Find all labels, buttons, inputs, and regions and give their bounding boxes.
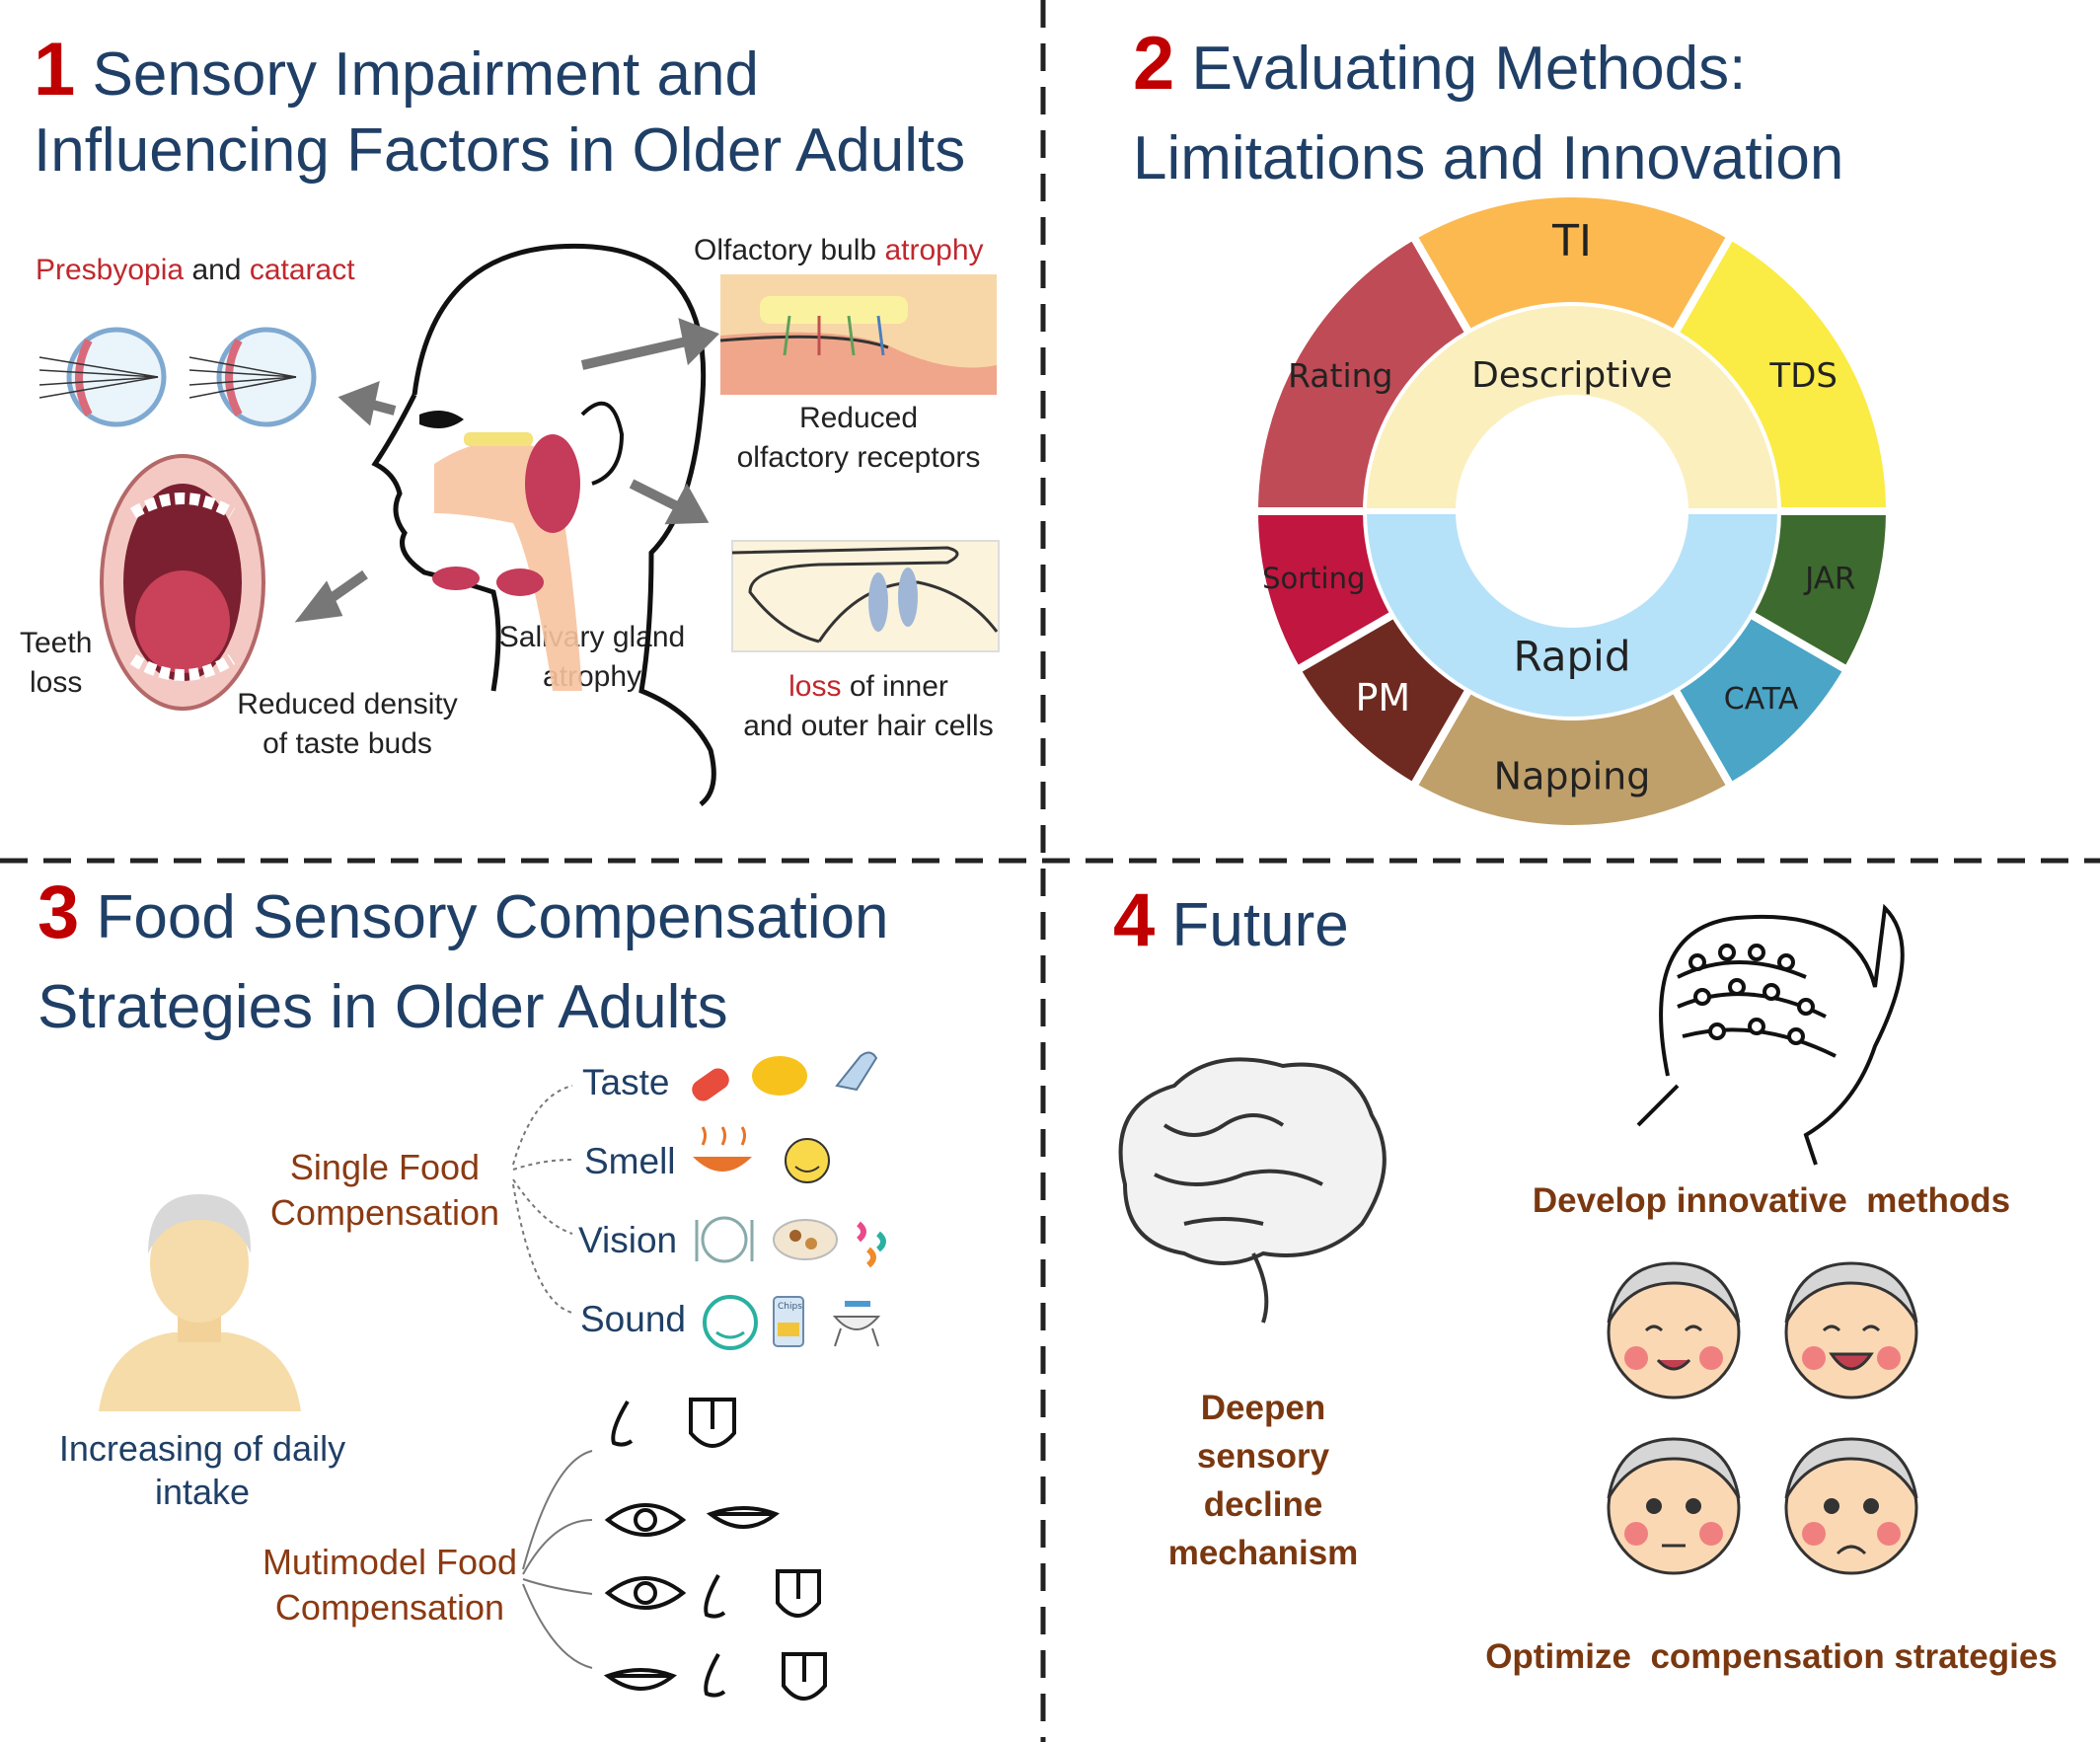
teeth-label: Teeth: [20, 627, 93, 659]
panel2-number: 2: [1133, 22, 1175, 106]
teeth-loss-label: loss: [30, 666, 83, 699]
elder-face-sad: [1784, 1437, 1918, 1575]
tongue-icon-3: [782, 1652, 827, 1701]
wedge-label-jar: JAR: [1803, 562, 1855, 597]
eye-label: Presbyopia and cataract: [36, 254, 355, 286]
brain-icon: [1118, 1057, 1387, 1324]
ring-label-rapid: Rapid: [1514, 633, 1631, 681]
reduced-density-label: Reduced density: [237, 688, 458, 720]
panel2-title-line1: 2 Evaluating Methods:: [1133, 22, 1747, 106]
olfactory-receptors-label: olfactory receptors: [736, 441, 981, 474]
single-branches: [512, 1085, 573, 1314]
lemon-icon: [752, 1056, 807, 1096]
wedge-label-rating: Rating: [1288, 356, 1392, 395]
tongue-icon: [689, 1398, 736, 1448]
develop-label: Develop innovative methods: [1532, 1181, 2011, 1220]
wedge-label-tds: TDS: [1768, 356, 1838, 396]
elder-face-neutral: [1607, 1437, 1741, 1575]
grill-icon: [832, 1301, 881, 1347]
sensory-anatomy-illustration: [38, 243, 1000, 806]
olfactory-bulb-illustration: [719, 274, 997, 395]
plate-icon: [695, 1216, 754, 1263]
panel1-number: 1: [34, 28, 76, 112]
olfactory-bulb-label: Olfactory bulb atrophy: [694, 234, 984, 266]
eeg-cap-icon: [1636, 903, 1905, 1166]
salt-shaker-icon: [835, 1051, 878, 1092]
pointer-arrows: [294, 318, 719, 623]
multimodal-icons: [603, 1398, 827, 1701]
elder-face-happy-2: [1784, 1261, 1918, 1400]
wedge-label-sorting: Sorting: [1262, 562, 1365, 595]
tongue-icon-2: [776, 1569, 821, 1618]
open-mouth-illustration: [100, 454, 265, 711]
panel1-title-line2: Influencing Factors in Older Adults: [34, 116, 966, 185]
eye-icon: [604, 1503, 687, 1537]
compensation-diagram: Chips: [99, 1051, 886, 1701]
lips-icon: [706, 1506, 780, 1529]
wedge-label-ti: TI: [1551, 216, 1592, 266]
eye-diagram-1: [38, 327, 167, 427]
sense-taste: Taste: [582, 1062, 670, 1102]
panel3-title-line2: Strategies in Older Adults: [38, 973, 728, 1041]
optimize-label: Optimize compensation strategies: [1485, 1637, 2058, 1676]
eye-icon-2: [604, 1576, 687, 1610]
ring-descriptive: [1367, 306, 1777, 511]
methods-donut-chart: Rating TI TDS JAR CATA Napping PM Sorting Descr…: [1249, 189, 1895, 833]
food-plate-icon: [773, 1219, 838, 1260]
soup-bowl-icon: [693, 1126, 752, 1172]
reduced-label: Reduced: [798, 402, 919, 434]
nose-icon: [611, 1400, 634, 1447]
sense-smell: Smell: [584, 1141, 676, 1181]
panel3-title-line1: 3 Food Sensory Compensation: [38, 871, 889, 954]
nose-icon-2: [704, 1574, 726, 1619]
wedge-label-cata: CATA: [1724, 682, 1799, 717]
panel2-title-line2: Limitations and Innovation: [1133, 124, 1844, 192]
smiley-icon: [785, 1138, 830, 1183]
hair-cells-illustration: [731, 540, 1000, 652]
chips-bag-icon: [773, 1296, 804, 1347]
crunch-face-icon: [703, 1295, 758, 1350]
wedge-label-pm: PM: [1356, 676, 1411, 720]
ring-label-descriptive: Descriptive: [1471, 355, 1673, 396]
eye-diagram-2: [188, 327, 317, 427]
elder-face-happy-1: [1607, 1261, 1741, 1400]
nose-icon-3: [704, 1653, 726, 1698]
panel4-number: 4: [1113, 878, 1156, 962]
multi-branches: [522, 1450, 593, 1669]
salivary-gland-label: Salivary gland: [498, 621, 686, 653]
older-adult-figure: [99, 1194, 301, 1411]
ring-rapid: [1367, 511, 1777, 717]
hair-cells-label: and outer hair cells: [743, 710, 994, 742]
panel3-number: 3: [38, 871, 80, 954]
taste-buds-label: of taste buds: [262, 727, 432, 760]
chips-bag-text: Chips: [778, 1302, 802, 1312]
panel4-title: 4 Future: [1113, 878, 1349, 962]
sense-vision: Vision: [578, 1220, 678, 1260]
hair-loss-label: loss of inner: [788, 670, 948, 703]
lips-icon-2: [603, 1668, 677, 1691]
candy-icon: [692, 1068, 729, 1101]
deepen-label: Deepen sensory decline mechanism: [1167, 1389, 1359, 1572]
head-profile: [371, 243, 716, 806]
gummy-icon: [856, 1221, 886, 1268]
wedge-label-napping: Napping: [1494, 755, 1651, 798]
panel1-title-line1: 1 Sensory Impairment and: [34, 28, 759, 112]
sense-sound: Sound: [580, 1299, 686, 1339]
